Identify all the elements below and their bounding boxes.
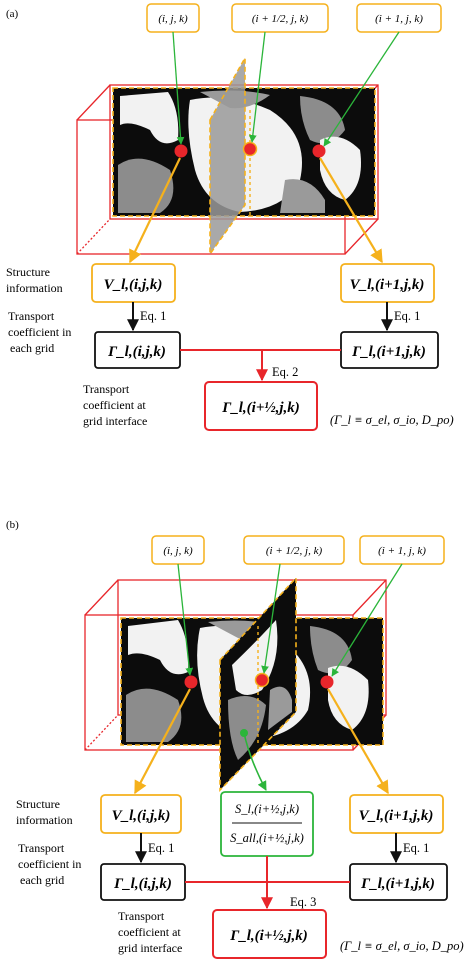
eq1-left-label: Eq. 1 [148,841,174,855]
callout-ihalfjk-text: (i + 1/2, j, k) [266,545,323,557]
point-ijk [184,675,198,689]
callout-i1jk-text: (i + 1, j, k) [378,545,426,557]
label-transport-1: Transport [18,841,65,855]
arrow-to-area-ratio [243,732,267,791]
arrow-callout-ijk [177,563,194,676]
label-interface-2: coefficient at [83,398,146,412]
label-transport-3: each grid [10,341,54,355]
label-transport-3: each grid [20,873,64,887]
label-interface-3: grid interface [83,414,147,428]
callout-ijk-text: (i, j, k) [163,545,193,557]
point-i1jk [312,144,326,158]
box-gamma-right-text: Γ_l,(i+1,j,k) [360,876,435,892]
box-v-right-text: V_l,(i+1,j,k) [359,808,434,824]
callout-i1jk-text: (i + 1, j, k) [375,13,423,25]
box-gamma-interface [212,909,327,959]
point-i1jk [320,675,334,689]
label-interface-1: Transport [118,909,165,923]
area-ratio-numerator: S_l,(i+½,j,k) [235,802,299,816]
box-gamma-left-text: Γ_l,(i,j,k) [107,344,166,360]
label-structure-1: Structure [16,797,60,811]
eq2-label: Eq. 2 [272,365,298,379]
label-structure-2: information [6,281,63,295]
panel-a: (a) (i, j, k) (i + 1/2, j, k) (i + 1, j,… [6,3,454,431]
box-gamma-interface-text: Γ_l,(i+½,j,k) [229,928,308,944]
eq1-left-label: Eq. 1 [140,309,166,323]
label-transport-1: Transport [8,309,55,323]
arrow-callout-ihalfjk [261,563,281,674]
eq1-right-label: Eq. 1 [403,841,429,855]
callout-ijk-text: (i, j, k) [158,13,188,25]
panel-b-label: (b) [6,519,19,531]
arrow-to-v-right [327,688,389,795]
area-ratio-denominator: S_all,(i+½,j,k) [230,831,304,845]
callout-box-ihalfjk [231,3,329,33]
box-gamma-interface [204,381,318,431]
label-structure-1: Structure [6,265,50,279]
arrow-callout-i1jk [331,563,403,677]
interface-plane [209,54,251,257]
panel-a-label: (a) [6,8,19,20]
label-transport-2: coefficient in [8,325,71,339]
label-interface-3: grid interface [118,941,182,955]
point-ihalfjk [242,141,258,157]
box-gamma-right-text: Γ_l,(i+1,j,k) [351,344,426,360]
eq3-label: Eq. 3 [290,895,316,909]
arrow-to-v-right [319,157,383,264]
arrow-to-v-left [129,157,181,264]
label-transport-2: coefficient in [18,857,81,871]
point-ihalfjk [254,672,270,688]
box-v-left-text: V_l,(i,j,k) [112,808,171,824]
arrow-to-v-left [134,688,191,795]
callout-ihalfjk-text: (i + 1/2, j, k) [252,13,309,25]
eq1-right-label: Eq. 1 [394,309,420,323]
label-interface-2: coefficient at [118,925,181,939]
box-v-left-text: V_l,(i,j,k) [104,277,163,293]
arrow-callout-i1jk [323,31,400,147]
callout-box-ihalfjk [243,535,345,565]
gamma-definition: (Γ_l ≡ σ_el, σ_io, D_po) [340,939,464,953]
box-gamma-left-text: Γ_l,(i,j,k) [113,876,172,892]
point-ijk [174,144,188,158]
label-structure-2: information [16,813,73,827]
box-gamma-interface-text: Γ_l,(i+½,j,k) [221,400,300,416]
arrow-callout-ijk [172,31,185,145]
gamma-definition: (Γ_l ≡ σ_el, σ_io, D_po) [330,413,454,427]
panel-b: (b) (i, j, k) (i + 1/2, j, k) (i + 1, j,… [6,519,464,959]
box-v-right-text: V_l,(i+1,j,k) [350,277,425,293]
arrow-callout-ihalfjk [248,31,266,143]
label-interface-1: Transport [83,382,130,396]
